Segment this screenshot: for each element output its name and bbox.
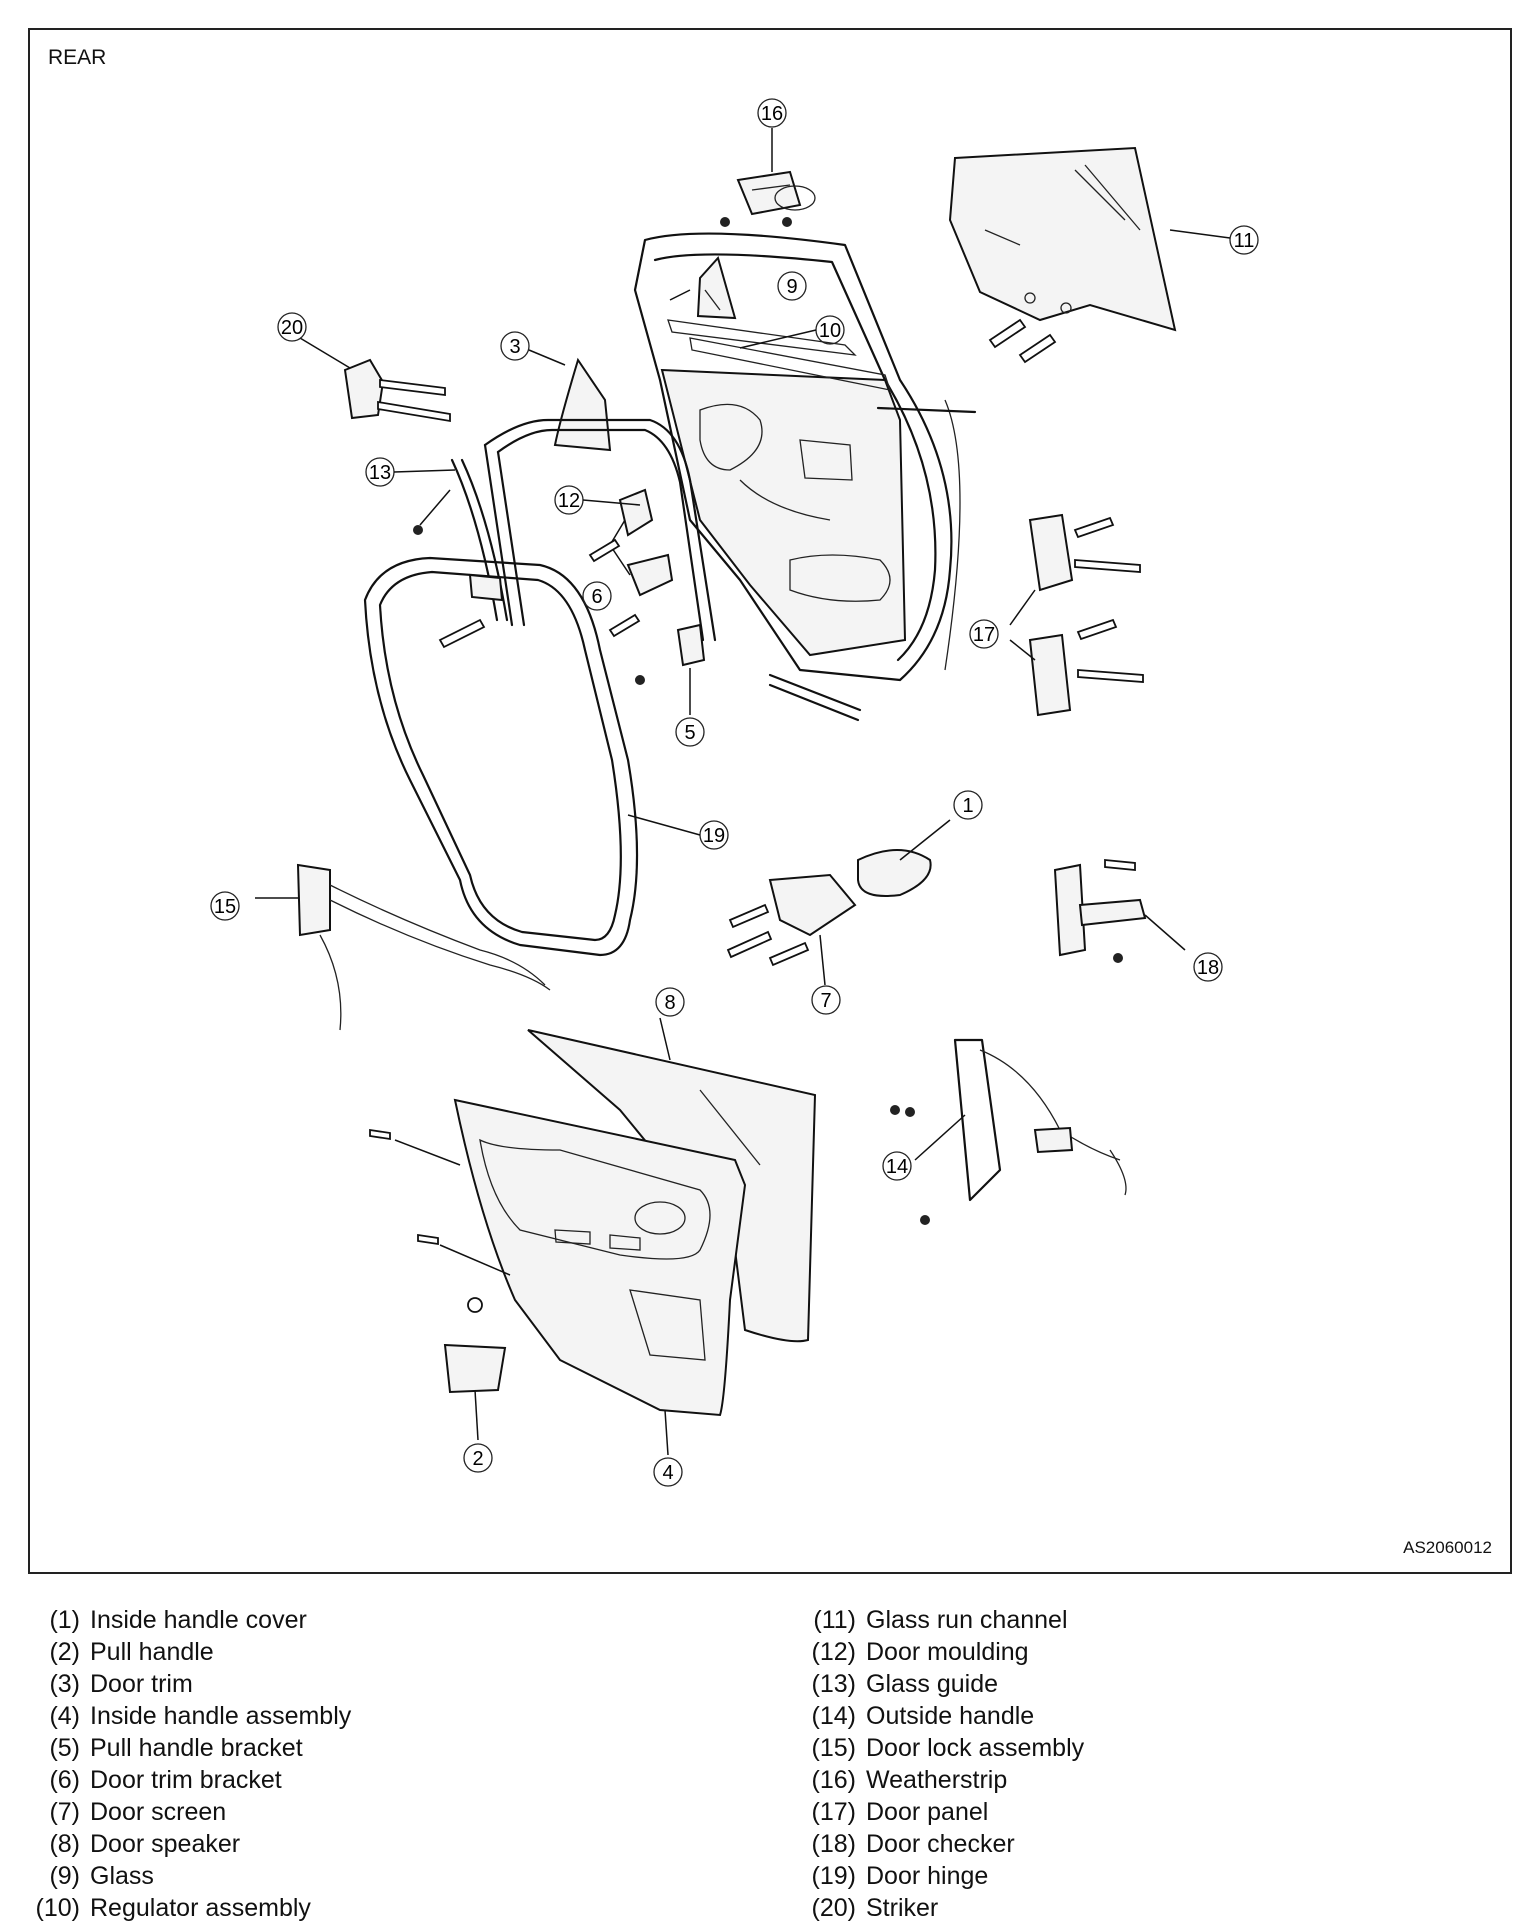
callout-12: 12 bbox=[554, 485, 584, 515]
callout-15: 15 bbox=[210, 891, 240, 921]
part-pull-handle-bracket-5 bbox=[635, 623, 706, 715]
svg-text:8: 8 bbox=[664, 992, 675, 1014]
part-door-screen-7 bbox=[726, 873, 857, 986]
svg-text:4: 4 bbox=[662, 1462, 673, 1484]
legend-item: (13)Glass guide bbox=[811, 1670, 999, 1698]
part-door-checker-18 bbox=[1053, 859, 1186, 963]
legend-item: (19)Door hinge bbox=[811, 1862, 989, 1890]
legend-item: (20)Striker bbox=[811, 1894, 939, 1922]
legend-item: (1)Inside handle cover bbox=[49, 1606, 307, 1634]
callout-1: 1 bbox=[953, 790, 983, 820]
svg-text:15: 15 bbox=[214, 896, 236, 918]
legend-item: (18)Door checker bbox=[811, 1830, 1015, 1858]
callout-20: 20 bbox=[277, 312, 307, 342]
legend-right: (11)Glass run channel (12)Door moulding … bbox=[790, 1604, 1085, 1924]
svg-text:16: 16 bbox=[761, 103, 783, 125]
svg-text:9: 9 bbox=[786, 276, 797, 298]
part-door-seal-19 bbox=[363, 556, 639, 957]
callout-13: 13 bbox=[365, 457, 395, 487]
part-door-trim-bracket-6 bbox=[588, 488, 674, 638]
legend-item: (10)Regulator assembly bbox=[35, 1894, 311, 1922]
svg-text:13: 13 bbox=[369, 462, 391, 484]
svg-text:2: 2 bbox=[472, 1448, 483, 1470]
legend-item: (7)Door screen bbox=[49, 1798, 227, 1826]
part-trim-panel-4 bbox=[369, 1098, 747, 1456]
callout-11: 11 bbox=[1229, 225, 1259, 255]
callout-5: 5 bbox=[675, 717, 705, 747]
svg-text:10: 10 bbox=[819, 320, 841, 342]
legend-item: (17)Door panel bbox=[811, 1798, 989, 1826]
legend-item: (5)Pull handle bracket bbox=[49, 1734, 303, 1762]
part-inside-handle-cover-1 bbox=[857, 819, 951, 897]
callout-4: 4 bbox=[653, 1457, 683, 1487]
legend-item: (2)Pull handle bbox=[49, 1638, 214, 1666]
part-regulator-14 bbox=[890, 1038, 1127, 1225]
callout-17: 17 bbox=[969, 619, 999, 649]
svg-text:7: 7 bbox=[820, 990, 831, 1012]
part-door-moulding-12 bbox=[483, 418, 717, 642]
callout-10: 10 bbox=[815, 315, 845, 345]
svg-text:3: 3 bbox=[509, 336, 520, 358]
callout-16: 16 bbox=[757, 98, 787, 128]
part-hinges-17 bbox=[1009, 513, 1144, 717]
callout-19: 19 bbox=[699, 820, 729, 850]
svg-text:5: 5 bbox=[684, 722, 695, 744]
exploded-door-diagram: 1 2 3 4 5 6 7 8 9 10 11 12 bbox=[210, 98, 1259, 1487]
svg-text:17: 17 bbox=[973, 624, 995, 646]
svg-text:14: 14 bbox=[886, 1156, 908, 1178]
legend-item: (3)Door trim bbox=[49, 1670, 193, 1698]
part-pull-handle-2 bbox=[443, 1297, 507, 1441]
figure-code: AS2060012 bbox=[1403, 1538, 1492, 1557]
callout-3: 3 bbox=[500, 331, 530, 361]
callout-14: 14 bbox=[882, 1151, 912, 1181]
part-door-speaker-8 bbox=[527, 1017, 817, 1343]
svg-text:19: 19 bbox=[703, 825, 725, 847]
svg-text:11: 11 bbox=[1234, 230, 1255, 252]
part-door-panel bbox=[633, 232, 977, 722]
legend-item: (8)Door speaker bbox=[49, 1830, 241, 1858]
view-title: REAR bbox=[48, 46, 107, 69]
part-door-lock-15 bbox=[255, 863, 551, 1031]
callout-7: 7 bbox=[811, 985, 841, 1015]
legend-item: (6)Door trim bracket bbox=[49, 1766, 282, 1794]
svg-text:1: 1 bbox=[962, 795, 973, 817]
svg-text:20: 20 bbox=[281, 317, 303, 339]
callout-6: 6 bbox=[582, 581, 612, 611]
svg-text:18: 18 bbox=[1197, 957, 1219, 979]
part-glass-11 bbox=[948, 146, 1177, 364]
part-striker-20 bbox=[299, 337, 451, 423]
legend-item: (14)Outside handle bbox=[811, 1702, 1035, 1730]
legend-item: (12)Door moulding bbox=[811, 1638, 1029, 1666]
callout-9: 9 bbox=[777, 271, 807, 301]
legend-item: (11)Glass run channel bbox=[813, 1606, 1068, 1634]
svg-text:12: 12 bbox=[558, 490, 580, 512]
legend-left: (1)Inside handle cover (2)Pull handle (3… bbox=[14, 1604, 352, 1924]
callout-18: 18 bbox=[1193, 952, 1223, 982]
legend-item: (16)Weatherstrip bbox=[811, 1766, 1008, 1794]
legend-item: (15)Door lock assembly bbox=[811, 1734, 1085, 1762]
callout-2: 2 bbox=[463, 1443, 493, 1473]
part-door-trim-3 bbox=[553, 357, 612, 452]
legend-item: (9)Glass bbox=[49, 1862, 154, 1890]
svg-text:6: 6 bbox=[591, 586, 602, 608]
part-glass-9 bbox=[669, 255, 737, 320]
diagram-frame: REAR AS2060012 bbox=[28, 28, 1512, 1574]
part-handle-assembly-16 bbox=[720, 170, 816, 227]
legend-item: (4)Inside handle assembly bbox=[49, 1702, 352, 1730]
callout-8: 8 bbox=[655, 987, 685, 1017]
